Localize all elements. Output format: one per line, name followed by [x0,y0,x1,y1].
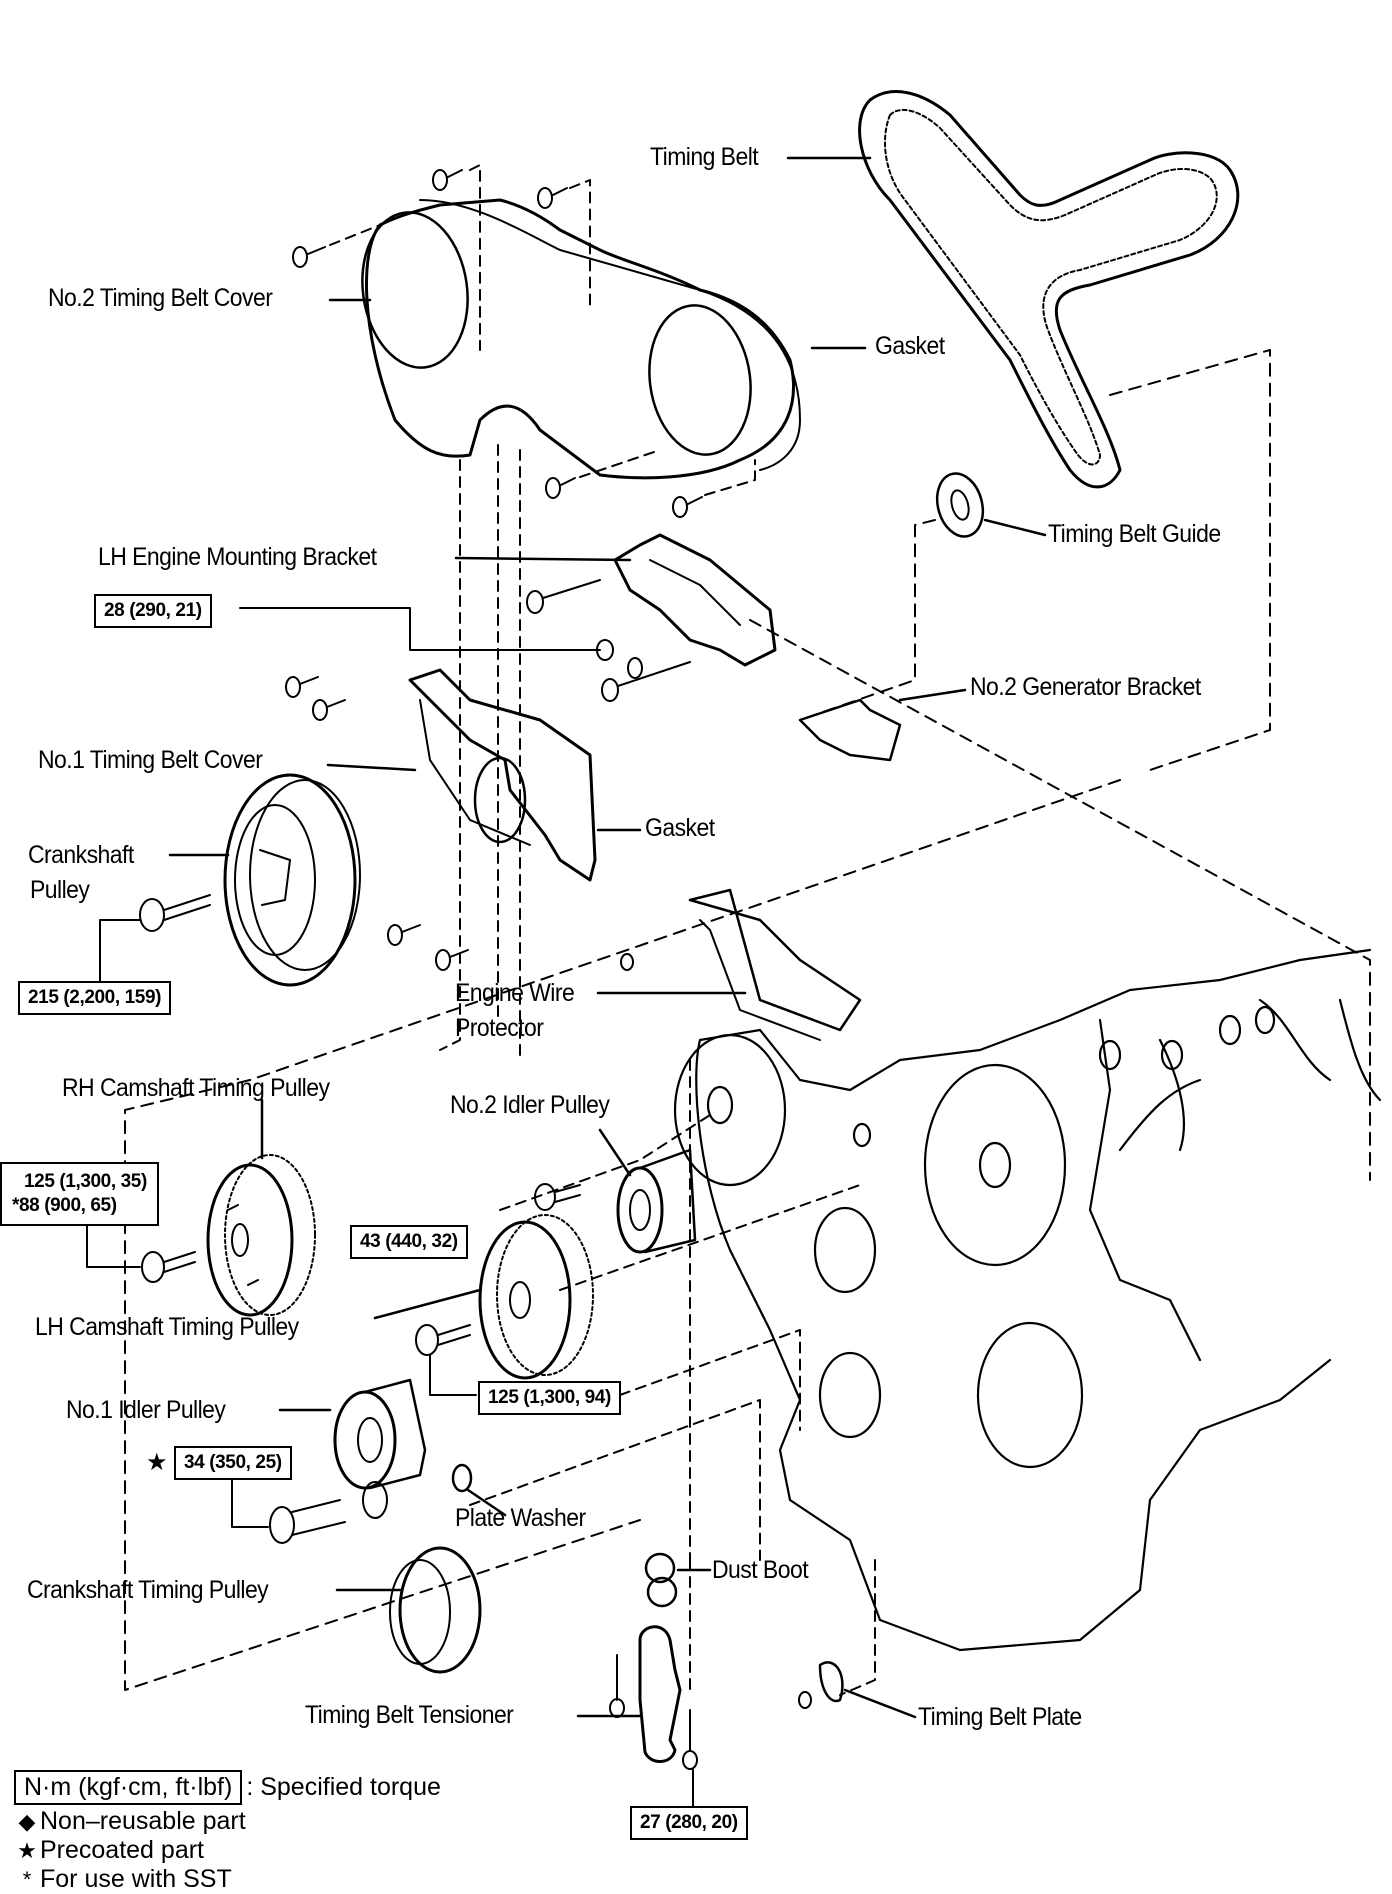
no2-idler-bolt [534,1183,581,1211]
legend-torque-unit: N·m (kgf·cm, ft·lbf) [14,1770,243,1805]
leader-torque-28 [239,607,601,651]
label-timing-belt-guide: Timing Belt Guide [1048,520,1221,548]
leader-lh-camshaft [373,1288,482,1320]
torque-rh-camshaft-line1: 125 (1,300, 35) [24,1171,147,1192]
label-crankshaft-pulley-2: Pulley [30,876,90,904]
leader-torque-215 [99,919,141,1001]
leader-plate-washer [466,1488,507,1517]
engine-wire-protector-part [688,888,862,1041]
bracket-bolts [526,579,691,702]
label-rh-camshaft-timing-pulley: RH Camshaft Timing Pulley [62,1074,330,1102]
label-crankshaft-pulley-1: Crankshaft [28,841,134,869]
torque-crankshaft-pulley-bolt: 215 (2,200, 159) [18,981,172,1015]
no2-timing-belt-cover-part [361,198,801,480]
label-timing-belt-plate: Timing Belt Plate [918,1703,1082,1731]
lh-engine-mounting-bracket-part [613,533,777,667]
legend-non-reusable: Non–reusable part [40,1807,246,1835]
torque-mounting-bracket: 28 (290, 21) [94,594,212,628]
leader-torque-34 [231,1476,269,1528]
label-gasket-lower: Gasket [645,814,715,842]
legend-precoated: Precoated part [40,1836,204,1864]
cover-bolts [292,169,703,518]
torque-rh-camshaft: 125 (1,300, 35) *88 (900, 65) [0,1162,159,1226]
torque-lh-camshaft: 125 (1,300, 94) [478,1381,621,1415]
legend-sst: For use with SST [40,1865,232,1893]
label-lh-engine-mounting-bracket: LH Engine Mounting Bracket [98,543,377,571]
legend-torque-row: N·m (kgf·cm, ft·lbf) : Specified torque [14,1770,441,1805]
crankshaft-timing-pulley-part [389,1546,482,1674]
timing-belt-tensioner-part [638,1625,682,1763]
leader-timing-belt-plate [843,1688,917,1719]
leader-torque-125-35 [86,1224,141,1268]
rh-cam-bolt [141,1251,196,1283]
label-plate-washer: Plate Washer [455,1504,586,1532]
lh-cam-bolt [415,1324,471,1356]
legend-sst-row: * For use with SST [14,1867,441,1892]
dust-boot-part [644,1552,678,1608]
plate-washer-part [451,1463,473,1493]
engine-block [673,948,1382,1652]
label-no2-generator-bracket: No.2 Generator Bracket [970,673,1201,701]
no2-idler-pulley-part [616,1148,697,1254]
label-engine-wire-protector-1: Engine Wire [455,979,575,1007]
no1-timing-belt-cover-part [408,668,597,882]
no1-idler-bolt [269,1499,346,1544]
leader-belt-guide [983,518,1047,537]
leader-no1-cover [326,763,417,772]
precoated-star-icon: ★ [146,1449,168,1476]
asterisk-icon: * [22,1866,32,1892]
legend-non-reusable-row: ◆ Non–reusable part [14,1809,441,1834]
torque-rh-camshaft-line2: *88 (900, 65) [12,1194,117,1216]
timing-belt-part [858,90,1240,489]
crankshaft-pulley-bolt [139,894,211,932]
timing-belt-guide-part [935,472,985,538]
label-no1-timing-belt-cover: No.1 Timing Belt Cover [38,746,263,774]
no1-idler-pulley-part [333,1378,427,1519]
label-timing-belt-tensioner: Timing Belt Tensioner [305,1701,514,1729]
label-gasket-upper: Gasket [875,332,945,360]
timing-belt-plate-part [818,1661,844,1703]
legend-precoated-row: ★ Precoated part [14,1838,441,1863]
torque-no1-idler-pulley: 34 (350, 25) [174,1446,292,1480]
leader-generator-bracket [898,688,967,702]
legend: N·m (kgf·cm, ft·lbf) : Specified torque … [14,1770,441,1894]
tensioner-bolts [609,1654,698,1770]
dashed-guides-top [329,164,756,1061]
label-no2-idler-pulley: No.2 Idler Pulley [450,1091,610,1119]
label-no2-timing-belt-cover: No.2 Timing Belt Cover [48,284,273,312]
label-crankshaft-timing-pulley: Crankshaft Timing Pulley [27,1576,269,1604]
label-dust-boot: Dust Boot [712,1556,809,1584]
diamond-icon: ◆ [18,1808,36,1834]
lh-camshaft-timing-pulley-part [478,1214,594,1380]
cover1-bolts [285,676,469,971]
star-icon: ★ [17,1837,37,1863]
label-timing-belt: Timing Belt [650,143,759,171]
leader-no2-idler [598,1128,632,1177]
dashed-guides-right [124,349,1371,1691]
label-lh-camshaft-timing-pulley: LH Camshaft Timing Pulley [35,1313,299,1341]
torque-tensioner: 27 (280, 20) [630,1806,748,1840]
crankshaft-pulley-part [223,773,361,987]
dashed-guides-block [469,1059,876,1696]
leader-torque-125-94 [429,1354,477,1396]
leader-mounting-bracket [454,556,632,562]
label-engine-wire-protector-2: Protector [455,1014,544,1042]
no2-generator-bracket-part [798,698,902,762]
legend-torque-desc: : Specified torque [246,1773,441,1801]
torque-no2-idler-pulley: 43 (440, 32) [350,1225,468,1259]
label-no1-idler-pulley: No.1 Idler Pulley [66,1396,226,1424]
rh-camshaft-timing-pulley-part [206,1154,316,1317]
